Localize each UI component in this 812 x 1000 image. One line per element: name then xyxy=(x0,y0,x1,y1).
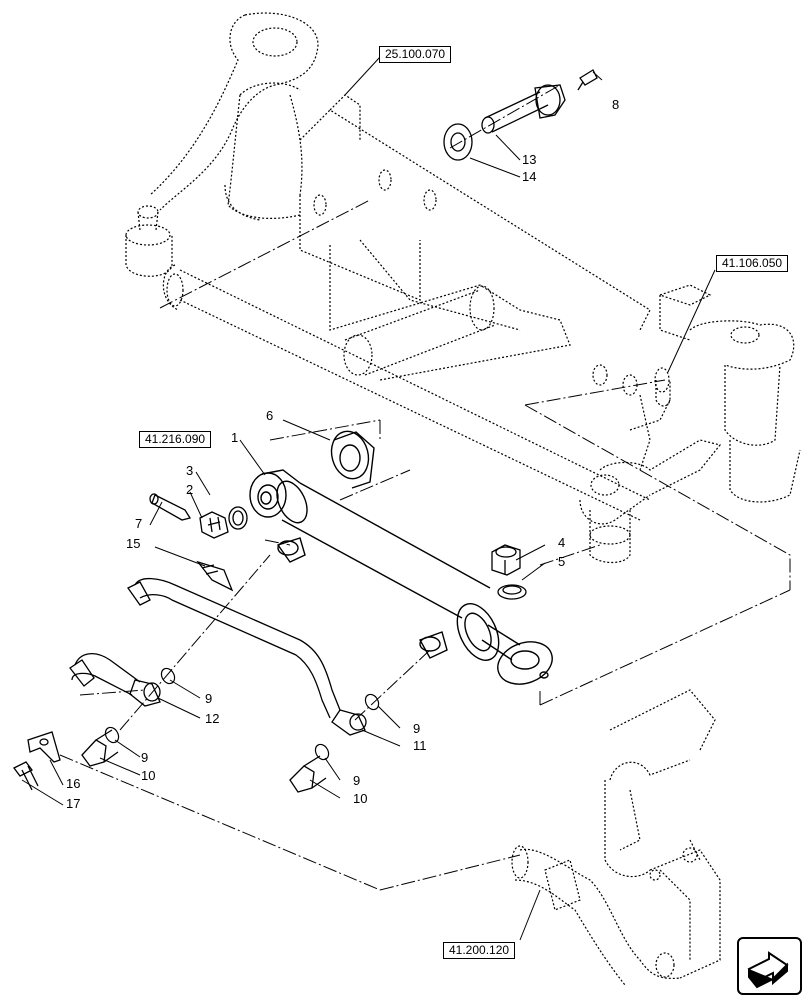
nut-and-washer xyxy=(491,544,527,600)
callout-6: 6 xyxy=(266,408,274,423)
ref-link-axle[interactable]: 25.100.070 xyxy=(379,46,452,63)
next-page-arrow-icon xyxy=(747,951,789,989)
callout-9-d: 9 xyxy=(353,773,361,788)
callout-11: 11 xyxy=(413,738,427,753)
assembly-lines xyxy=(59,84,791,891)
hydraulic-pipes xyxy=(69,577,367,736)
callout-2: 2 xyxy=(186,482,194,497)
callout-7: 7 xyxy=(135,516,143,531)
clip xyxy=(196,560,234,592)
callout-9-b: 9 xyxy=(413,721,421,736)
callout-15: 15 xyxy=(126,536,141,551)
callout-9-c: 9 xyxy=(141,750,149,765)
retaining-hardware xyxy=(149,493,248,539)
callout-17: 17 xyxy=(66,796,81,811)
steering-rod-linkage xyxy=(511,689,721,986)
callout-14: 14 xyxy=(522,169,537,184)
bracket-and-bolt xyxy=(13,731,61,791)
ref-link-steering-knuckle[interactable]: 41.106.050 xyxy=(716,255,789,272)
ref-link-steering-rod[interactable]: 41.200.120 xyxy=(443,942,516,959)
callout-8: 8 xyxy=(612,97,620,112)
callout-4: 4 xyxy=(558,535,566,550)
king-pin xyxy=(443,69,598,161)
callout-13: 13 xyxy=(522,152,537,167)
next-page-button[interactable] xyxy=(737,937,802,995)
front-axle-housing xyxy=(125,12,801,564)
callout-10-b: 10 xyxy=(353,791,368,806)
steering-cylinder xyxy=(249,469,553,685)
callout-9-a: 9 xyxy=(205,691,213,706)
callout-3: 3 xyxy=(186,463,194,478)
sealing-washers xyxy=(104,667,380,761)
callout-leaders xyxy=(21,56,716,941)
banjo-bolts xyxy=(81,729,327,793)
callout-1: 1 xyxy=(231,430,239,445)
callout-10-a: 10 xyxy=(141,768,156,783)
callout-12: 12 xyxy=(205,711,220,726)
bushing-pin xyxy=(330,430,375,489)
ref-link-cylinder[interactable]: 41.216.090 xyxy=(139,431,212,448)
callout-16: 16 xyxy=(66,776,81,791)
callout-5: 5 xyxy=(558,554,566,569)
